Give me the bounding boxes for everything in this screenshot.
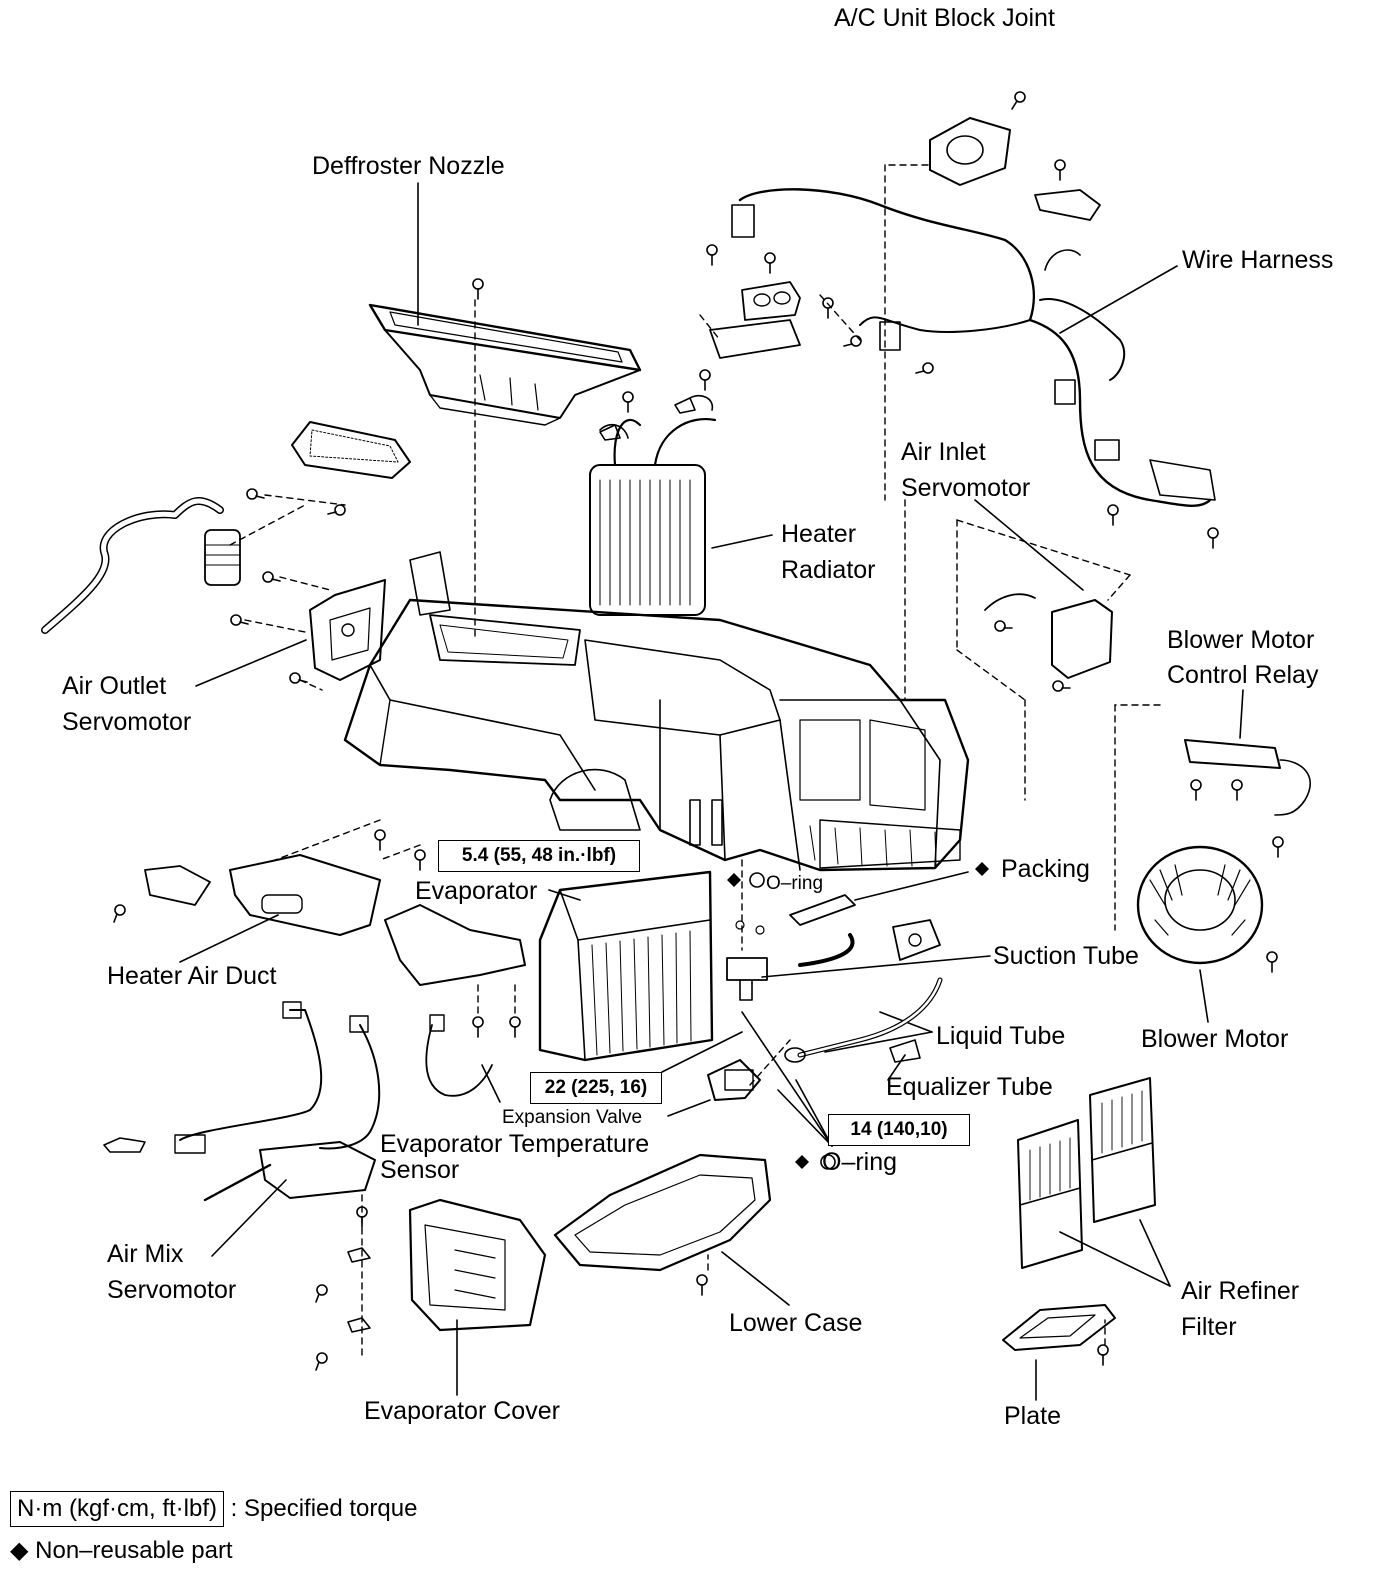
label-air-refiner-line2: Filter	[1181, 1313, 1237, 1341]
label-air-outlet-line2: Servomotor	[62, 708, 192, 736]
dashed-guides	[229, 164, 1161, 1356]
label-lower-case: Lower Case	[729, 1309, 863, 1337]
label-air-inlet-line1: Air Inlet	[901, 438, 986, 466]
label-heater-radiator-line2: Radiator	[781, 556, 876, 584]
ac-block-joint-part	[929, 117, 1011, 186]
legend-torque-unit: N·m (kgf·cm, ft·lbf)	[10, 1491, 224, 1527]
evaporator-part	[538, 870, 714, 1062]
defroster-grille-part	[291, 421, 411, 479]
label-o-ring-bottom: O–ring	[822, 1148, 898, 1176]
leader-lines	[179, 182, 1244, 1401]
label-evap-temp-sensor-line1: Evaporator Temperature	[380, 1130, 650, 1158]
evap-temp-sensor-part	[425, 1014, 493, 1097]
label-air-mix-line1: Air Mix	[107, 1240, 184, 1268]
label-blower-relay-line2: Control Relay	[1167, 661, 1319, 689]
non-reusable-markers	[727, 862, 989, 1169]
label-deffroster-nozzle: Deffroster Nozzle	[312, 152, 505, 180]
label-heater-air-duct: Heater Air Duct	[107, 962, 277, 990]
label-suction-tube: Suction Tube	[993, 942, 1139, 970]
wire-harness-part	[731, 188, 1216, 507]
label-o-ring-top: O–ring	[766, 873, 824, 894]
blower-motor-part	[1136, 845, 1264, 965]
label-wire-harness: Wire Harness	[1182, 246, 1334, 274]
label-evap-temp-sensor-line2: Sensor	[380, 1156, 460, 1184]
label-evaporator: Evaporator	[415, 877, 538, 905]
air-refiner-filter-part	[1017, 1077, 1156, 1269]
foot-duct-part	[384, 904, 526, 986]
suction-tube-part	[726, 894, 941, 1001]
filter-plate-part	[1002, 1304, 1116, 1351]
air-mix-servomotor-part	[203, 1141, 376, 1202]
vent-plate-part	[709, 281, 801, 359]
torque-evaporator-bolt: 5.4 (55, 48 in.·lbf)	[438, 840, 640, 872]
legend-torque-text: : Specified torque	[230, 1495, 418, 1522]
air-inlet-servomotor-part	[984, 593, 1113, 679]
legend-non-reusable-text: Non–reusable part	[35, 1537, 233, 1564]
servomotor-cables-part	[103, 1001, 381, 1154]
screws	[113, 91, 1284, 1371]
label-heater-radiator-line1: Heater	[781, 520, 857, 548]
air-outlet-servomotor-part	[309, 579, 386, 681]
label-liquid-tube: Liquid Tube	[936, 1022, 1066, 1050]
outlet-hose-part	[41, 497, 241, 634]
label-packing: Packing	[1001, 855, 1090, 883]
label-plate: Plate	[1004, 1402, 1061, 1430]
liquid-tube-part	[784, 977, 943, 1063]
evaporator-cover-part	[408, 1198, 547, 1332]
label-air-inlet-line2: Servomotor	[901, 474, 1031, 502]
label-air-refiner-line1: Air Refiner	[1181, 1277, 1300, 1305]
blower-relay-part	[1184, 739, 1311, 816]
o-ring-markers	[749, 872, 836, 1170]
label-air-mix-line2: Servomotor	[107, 1276, 237, 1304]
expansion-valve-part	[707, 1059, 761, 1101]
torque-liquid-tube: 14 (140,10)	[828, 1114, 970, 1146]
label-air-outlet-line1: Air Outlet	[62, 672, 167, 700]
heater-air-duct-part	[144, 854, 381, 936]
torque-expansion-valve: 22 (225, 16)	[530, 1072, 662, 1104]
legend-non-reusable: ◆ Non–reusable part	[10, 1533, 233, 1569]
equalizer-tube-part	[889, 1039, 921, 1063]
evaporator-bolts-part	[689, 799, 723, 846]
label-evaporator-cover: Evaporator Cover	[364, 1397, 560, 1425]
defroster-nozzle-part	[368, 303, 642, 426]
label-ac-unit-block-joint: A/C Unit Block Joint	[834, 4, 1055, 32]
label-blower-motor: Blower Motor	[1141, 1025, 1289, 1053]
label-equalizer-tube: Equalizer Tube	[886, 1073, 1053, 1101]
lower-case-part	[553, 1153, 772, 1272]
legend-torque: N·m (kgf·cm, ft·lbf) : Specified torque	[10, 1491, 417, 1527]
harness-bracket-part	[1034, 189, 1101, 221]
clips	[347, 397, 696, 1333]
ac-unit-case-part	[343, 551, 970, 872]
label-expansion-valve: Expansion Valve	[502, 1107, 643, 1128]
legend-diamond-icon: ◆	[10, 1537, 29, 1564]
label-blower-relay-line1: Blower Motor	[1167, 626, 1315, 654]
